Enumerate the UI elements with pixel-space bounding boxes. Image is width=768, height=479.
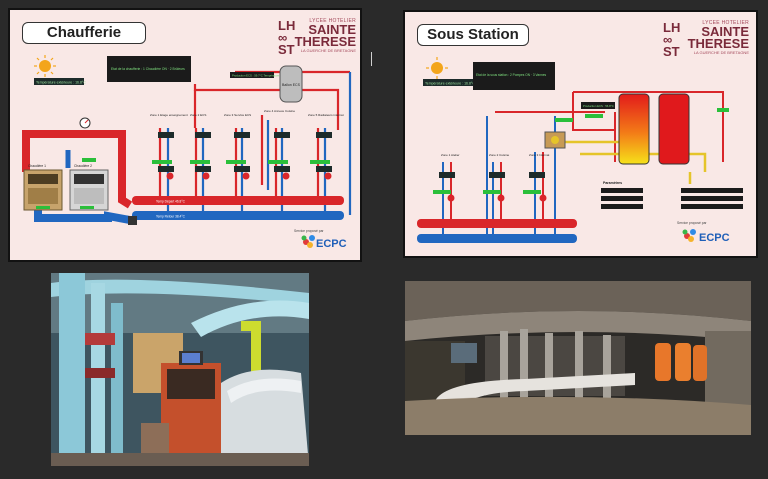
- zone-1-label: Zone 1 Etage enseignement: [150, 113, 188, 117]
- brand-tag: LA GUERCHE DE BRETAGNE: [693, 50, 749, 55]
- tank-label: Ballon ECS: [282, 83, 301, 87]
- footer-note: Service proposé par: [294, 229, 324, 233]
- status-box: [473, 62, 555, 90]
- brand-sub: LYCEE HOTELIER: [309, 18, 356, 24]
- ecpc-logo-text: ECPC: [316, 238, 347, 250]
- zone-labels: Zone 1 Atelier Zone 2 Cuisine Zone 3 Int…: [441, 153, 550, 157]
- cold-manifold: [132, 211, 344, 220]
- zone-pump-icons: [166, 172, 332, 180]
- zone-4-label: Zone 4 Annexe Cuisine: [264, 109, 295, 113]
- zone-pump-icons: [447, 194, 547, 202]
- boiler-cold-loop: [34, 205, 131, 224]
- sous-station-slide: Sous Station LH∞ST LYCEE HOTELIER SAINTE…: [403, 10, 758, 258]
- brand-tag: LA GUERCHE DE BRETAGNE: [300, 48, 356, 53]
- ecs-label: Production ECS : 56.8°C: [583, 104, 614, 108]
- zone-5-label: Zone 5 Radiateurs internat: [308, 113, 344, 117]
- zone-2-label: Zone 2 ECS: [190, 113, 206, 117]
- outdoor-temp-text: Température extérieure : 16.8°C: [425, 82, 475, 86]
- boiler-hot-loop: [22, 130, 126, 172]
- brand-line2: THERESE: [294, 34, 356, 49]
- ecpc-logo-mark: [301, 235, 315, 248]
- settings-title: Paramètres: [603, 181, 622, 185]
- footer-note: Service proposé par: [677, 221, 707, 225]
- zone-3-label: Zone 3 Service ECS: [224, 113, 251, 117]
- outdoor-temp-text: Température extérieure : 16.8°C: [36, 81, 86, 85]
- sun-icon: [426, 57, 448, 79]
- brand-line2: THERESE: [687, 36, 749, 51]
- ecs-label: Production ECS : 59.7°C Température: [232, 74, 280, 78]
- chaufferie-slide: Chaufferie LH∞ST LYCEE HOTELIER SAINTE T…: [8, 8, 362, 262]
- isolation-valve-icon: [128, 216, 137, 225]
- settings-list: [601, 188, 743, 209]
- zone-3-label: Zone 3 Internat: [529, 153, 550, 157]
- manifold-cold-label: Temp Retour 38.4°C: [156, 215, 186, 219]
- chaufferie-diagram: Température extérieure : 16.8°C Etat de …: [22, 55, 352, 250]
- lhst-logo: LH∞ST LYCEE HOTELIER SAINTE THERESE LA G…: [663, 20, 749, 76]
- brand-sub: LYCEE HOTELIER: [702, 20, 749, 26]
- text-cursor: [371, 52, 372, 66]
- substation-photo: [405, 281, 751, 435]
- ecpc-logo-text: ECPC: [699, 232, 730, 244]
- zone-labels: Zone 1 Etage enseignement Zone 2 ECS Zon…: [150, 109, 344, 117]
- sous-station-title: Sous Station: [417, 24, 529, 46]
- brand-line1: SAINTE: [701, 24, 749, 39]
- zone-2-label: Zone 2 Cuisine: [489, 153, 510, 157]
- outdoor-temp-box: [34, 78, 84, 85]
- hot-manifold: [417, 219, 577, 228]
- manifold-hot-label: Temp Départ 46.8°C: [156, 200, 186, 204]
- ecs-tank: [279, 65, 303, 103]
- ecs-tank-2: [658, 93, 690, 165]
- boiler-1-label: Chaudière 1: [28, 164, 46, 168]
- status-text: Etat de la sous station : 2 Pompes ON · …: [476, 73, 547, 77]
- heat-exchanger: [544, 131, 566, 149]
- ecpc-logo-mark: [682, 229, 696, 242]
- ecs-tank-1: [618, 93, 650, 165]
- sun-icon: [34, 55, 56, 77]
- brand-monogram: LH∞ST: [278, 18, 296, 57]
- chaufferie-title: Chaufferie: [22, 22, 146, 44]
- boiler-room-photo: [51, 273, 309, 466]
- lhst-logo: LH∞ST LYCEE HOTELIER SAINTE THERESE LA G…: [278, 18, 356, 74]
- zone-1-label: Zone 1 Atelier: [441, 153, 460, 157]
- status-box: [107, 56, 191, 82]
- brand-line1: SAINTE: [308, 22, 356, 37]
- ecs-label-box: [230, 72, 274, 78]
- boiler-2-label: Chaudière 2: [74, 164, 92, 168]
- hot-manifold: [132, 196, 344, 205]
- cold-manifold: [417, 234, 577, 243]
- status-text: Etat de la chaufferie : 1 Chaudière ON ·…: [111, 67, 185, 71]
- sous-station-diagram: Température extérieure : 16.8°C Etat de …: [417, 57, 743, 244]
- brand-monogram: LH∞ST: [663, 20, 681, 59]
